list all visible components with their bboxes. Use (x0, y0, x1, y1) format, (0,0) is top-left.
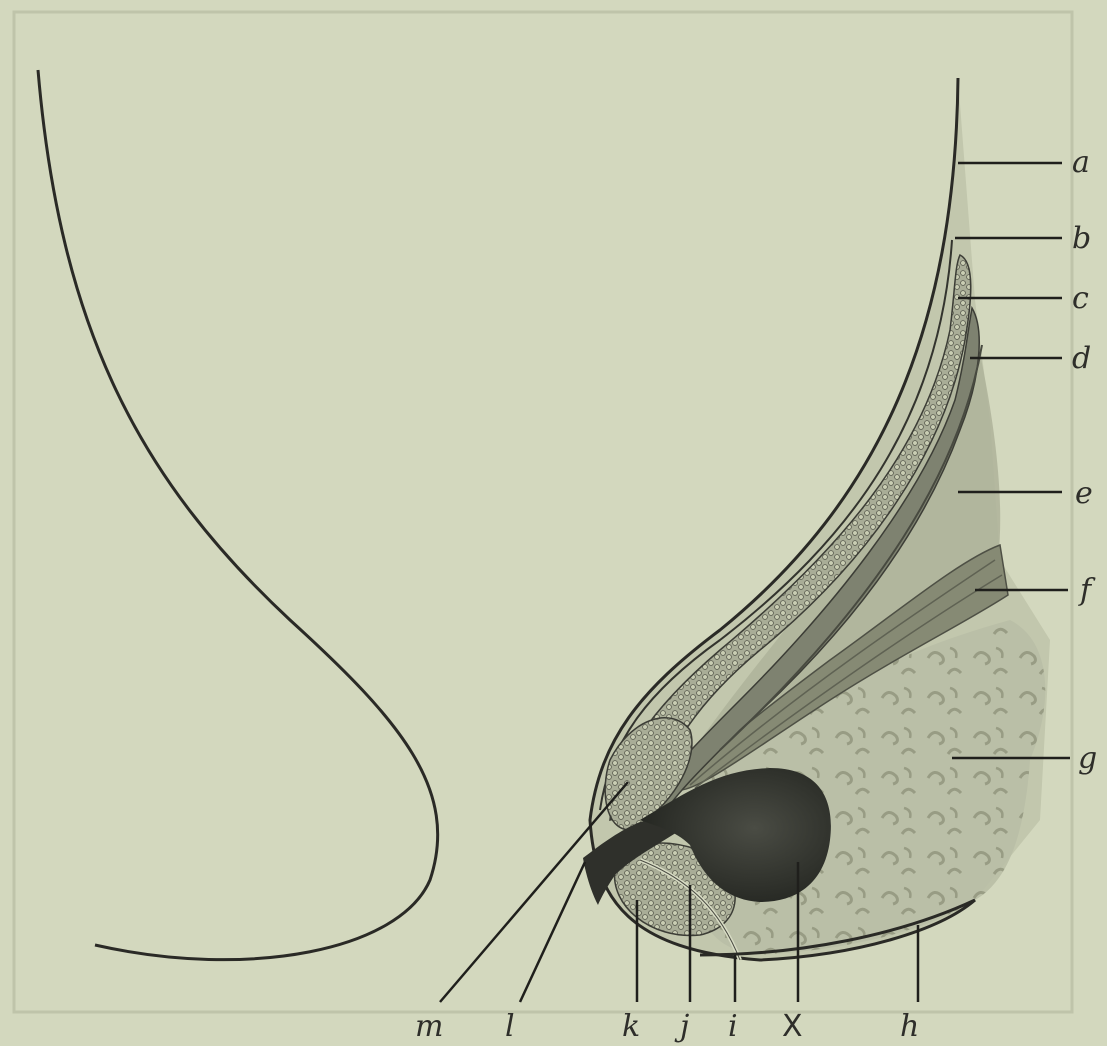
label-x: X (782, 1009, 803, 1044)
label-l: l (505, 1009, 515, 1044)
label-g: g (1078, 741, 1097, 776)
label-c: c (1072, 281, 1089, 316)
label-k: k (622, 1009, 640, 1044)
label-e: e (1075, 476, 1093, 511)
label-a: a (1072, 145, 1090, 180)
label-b: b (1072, 221, 1091, 256)
label-i: i (728, 1009, 738, 1044)
label-h: h (900, 1009, 919, 1044)
label-d: d (1072, 341, 1091, 376)
label-m: m (415, 1009, 443, 1044)
